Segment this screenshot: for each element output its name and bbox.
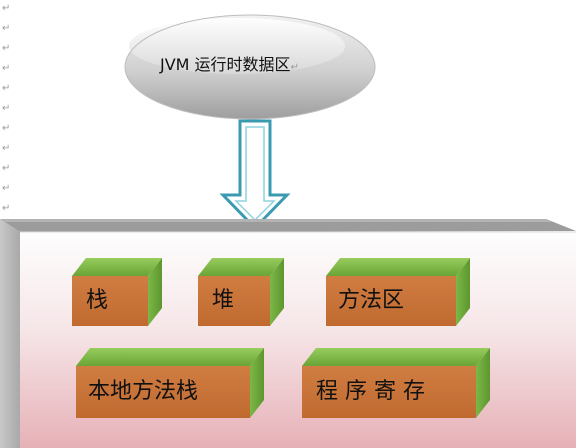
runtime-data-area-ellipse <box>124 14 376 120</box>
paragraph-mark: ↵ <box>2 23 11 34</box>
module-label-pc-register: 程 序 寄 存 <box>316 374 425 410</box>
runtime-data-area-title: JVM 运行时数据区↵ <box>160 52 360 78</box>
paragraph-mark: ↵ <box>2 183 11 194</box>
module-label-text: 本地方法栈 <box>88 379 199 404</box>
module-label-text: 栈 <box>86 288 109 313</box>
module-label-text: 程 序 寄 存 <box>316 379 425 404</box>
paragraph-mark: ↵ <box>2 143 11 154</box>
paragraph-mark: ↵ <box>2 63 11 74</box>
paragraph-mark: ↵ <box>290 62 299 73</box>
module-label-method-area: 方法区 <box>338 283 404 319</box>
paragraph-mark: ↵ <box>2 3 11 14</box>
paragraph-marks: ↵ ↵ ↵ ↵ ↵ ↵ ↵ ↵ ↵ ↵ ↵ <box>0 0 14 220</box>
module-label-text: 方法区 <box>338 288 405 313</box>
module-label-text: 堆 <box>212 288 235 313</box>
paragraph-mark: ↵ <box>2 83 11 94</box>
module-block-method-area <box>326 258 470 326</box>
module-block-heap <box>198 258 284 326</box>
runtime-data-area-title-text: JVM 运行时数据区 <box>160 55 291 74</box>
module-block-pc-register <box>302 348 490 418</box>
module-block-native-stack <box>76 348 264 418</box>
paragraph-mark: ↵ <box>2 203 11 214</box>
module-label-stack: 栈 <box>86 283 108 319</box>
module-label-native-stack: 本地方法栈 <box>88 374 198 410</box>
module-label-heap: 堆 <box>212 283 234 319</box>
paragraph-mark: ↵ <box>2 103 11 114</box>
module-block-stack <box>72 258 162 326</box>
paragraph-mark: ↵ <box>2 43 11 54</box>
paragraph-mark: ↵ <box>2 163 11 174</box>
paragraph-mark: ↵ <box>2 123 11 134</box>
down-arrow-icon <box>219 119 291 231</box>
